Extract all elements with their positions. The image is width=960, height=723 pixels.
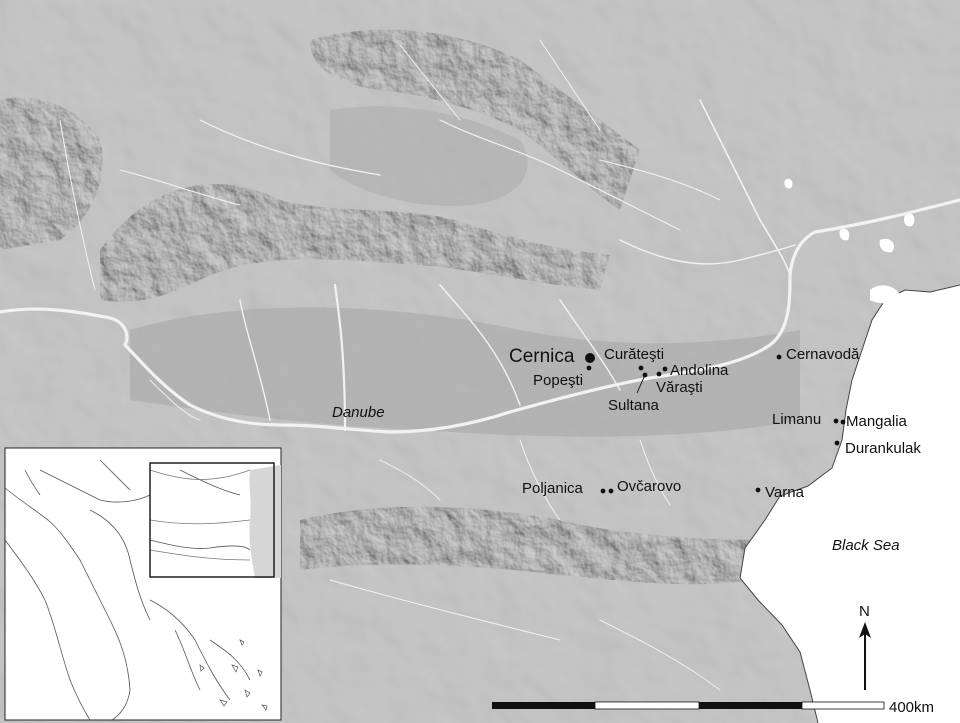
inset-study-area-box [149, 462, 275, 578]
marker-ovcarovo[interactable] [608, 488, 614, 494]
transylvanian-basin [330, 106, 528, 206]
inset-black-sea [249, 465, 281, 578]
label-danube: Danube [332, 404, 385, 421]
marker-cernica[interactable] [585, 353, 595, 363]
marker-durankulak[interactable] [834, 440, 840, 446]
scale-seg-2 [594, 701, 700, 710]
north-arrow-head [859, 622, 871, 638]
sultana-leader-line [636, 374, 646, 394]
marker-varasti[interactable] [656, 371, 662, 377]
label-black-sea: Black Sea [832, 537, 900, 554]
delta-lakes [784, 178, 915, 304]
label-andolina: Andolina [670, 362, 729, 379]
scale-label: 400km [889, 699, 934, 716]
marker-limanu[interactable] [833, 418, 839, 424]
label-curatesti: Curăteşti [604, 346, 664, 363]
marker-curatesti[interactable] [638, 365, 644, 371]
north-label: N [859, 603, 870, 620]
north-arrow: N [859, 603, 871, 690]
wallachian-plain [130, 307, 800, 437]
scale-bar: 400km [492, 699, 934, 716]
scale-seg-4 [801, 701, 885, 710]
scale-seg-3 [699, 702, 802, 709]
marker-mangalia[interactable] [840, 419, 846, 425]
label-varna: Varna [765, 484, 805, 501]
label-durankulak: Durankulak [845, 440, 921, 457]
label-popesti: Popeşti [533, 372, 583, 389]
marker-cernavoda[interactable] [776, 354, 782, 360]
marker-popesti[interactable] [586, 365, 592, 371]
coastline [739, 284, 960, 723]
label-poljanica: Poljanica [522, 480, 584, 497]
scale-seg-1 [492, 702, 595, 709]
label-limanu: Limanu [772, 411, 821, 428]
marker-poljanica[interactable] [600, 488, 606, 494]
label-ovcarovo: Ovčarovo [617, 478, 681, 495]
label-mangalia: Mangalia [846, 413, 908, 430]
inset-frame [4, 447, 282, 721]
label-cernavoda: Cernavodă [786, 346, 860, 363]
label-cernica: Cernica [509, 346, 575, 367]
marker-varna[interactable] [755, 487, 761, 493]
marker-andolina[interactable] [662, 366, 668, 372]
rivers [0, 39, 960, 691]
site-markers [585, 353, 846, 494]
label-sultana: Sultana [608, 397, 660, 414]
label-varasti: Văraşti [656, 379, 703, 396]
inset-map [4, 447, 282, 721]
